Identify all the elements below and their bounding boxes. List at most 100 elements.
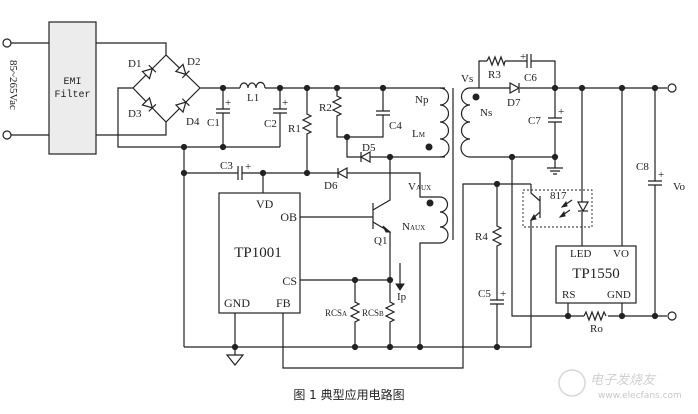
c6-label: C6	[524, 72, 537, 84]
svg-text:www.elecfans.com: www.elecfans.com	[598, 391, 682, 401]
d7-label: D7	[507, 97, 521, 109]
d3-label: D3	[128, 108, 142, 120]
diode-d5-icon	[359, 150, 371, 164]
elecfans-watermark-logo: 电子发烧友 www.elecfans.com	[558, 369, 682, 401]
resistor-r2: R2	[319, 88, 384, 138]
tp1001-ic: VD OB TP1001 CS GND FB	[218, 192, 301, 314]
diode-d2-icon	[174, 63, 190, 79]
current-arrow-icon	[395, 263, 405, 291]
bridge-rectifier: D1 D2 D3 D4	[128, 54, 201, 128]
vaux-label: VAUX	[408, 181, 431, 193]
capacitor-c2: + C2	[264, 88, 288, 147]
lm-label: LM	[412, 128, 426, 140]
figure-caption: 图 1 典型应用电路图	[293, 387, 404, 402]
primary-winding-np: Np LM	[412, 87, 450, 158]
capacitor-c8: + C8	[636, 161, 664, 186]
emi-filter-block: EMI Filter	[48, 21, 97, 155]
svg-text:+: +	[245, 161, 251, 173]
pin-cs: CS	[282, 274, 297, 288]
diode-d3-icon	[141, 96, 157, 112]
svg-text:+: +	[658, 169, 664, 181]
svg-text:+: +	[500, 288, 506, 300]
capacitor-c1: + C1	[207, 88, 231, 147]
resistor-rcsb: RCSB	[362, 280, 396, 347]
svg-text:+: +	[225, 97, 231, 109]
capacitor-c3: + C3	[220, 160, 251, 180]
ns-label: Ns	[480, 107, 492, 119]
ground-symbol-secondary-icon	[547, 167, 563, 175]
resistor-ro: Ro	[583, 310, 608, 335]
d4-label: D4	[186, 116, 200, 128]
diode-d6-icon	[336, 166, 348, 180]
rcsa-label: RCSA	[325, 308, 347, 318]
output-terminal-negative	[667, 311, 677, 321]
ro-label: Ro	[590, 323, 603, 335]
svg-text:+: +	[282, 97, 288, 109]
tp1550-ic: LED VO TP1550 RS GND	[555, 245, 637, 304]
resistor-r3: R3	[486, 55, 506, 81]
d2-label: D2	[187, 56, 200, 68]
vs-label: Vs	[461, 73, 473, 85]
ac-input-terminals	[2, 38, 49, 140]
filter-label: Filter	[54, 89, 90, 101]
diode-d4-icon	[174, 98, 190, 114]
pin-vo: VO	[613, 248, 629, 260]
c8-label: C8	[636, 161, 649, 173]
np-label: Np	[415, 94, 429, 106]
r2-label: R2	[319, 102, 332, 114]
opto-label: 817	[550, 190, 567, 202]
tp1550-name: TP1550	[572, 266, 620, 282]
pin-rs: RS	[562, 289, 575, 301]
d5-label: D5	[362, 142, 376, 154]
r4-label: R4	[475, 231, 488, 243]
c2-label: C2	[264, 118, 277, 130]
input-voltage-label: 85~265Vac	[7, 60, 19, 110]
d1-label: D1	[128, 58, 141, 70]
output-terminal-positive	[667, 83, 677, 93]
aux-winding: VAUX NAUX	[402, 181, 449, 347]
vo-label: Vo	[673, 181, 686, 193]
svg-text:电子发烧友: 电子发烧友	[590, 373, 657, 388]
emi-label: EMI	[63, 77, 81, 88]
capacitor-c5: + C5	[478, 288, 506, 347]
q1-label: Q1	[374, 235, 387, 247]
r3-label: R3	[488, 69, 501, 81]
transistor-q1: Q1	[300, 157, 392, 280]
c5-label: C5	[478, 288, 491, 300]
r1-label: R1	[288, 123, 301, 135]
d6-label: D6	[324, 180, 338, 192]
c3-label: C3	[220, 160, 233, 172]
pin-gnd-tp1550: GND	[607, 289, 631, 301]
ip-label: Ip	[397, 291, 407, 303]
junction-dots	[180, 84, 659, 351]
tp1001-name: TP1001	[234, 245, 282, 261]
svg-text:+: +	[558, 106, 564, 118]
inductor-l1: L1	[239, 81, 266, 104]
naux-label: NAUX	[402, 221, 425, 233]
ground-symbol-primary-icon	[225, 354, 245, 366]
opto-led-icon	[576, 201, 590, 213]
optocoupler-817: 817	[522, 184, 593, 228]
rcsb-label: RCSB	[362, 308, 384, 318]
capacitor-c7: + C7	[528, 88, 564, 157]
pin-gnd: GND	[224, 296, 250, 310]
pin-vd: VD	[256, 197, 274, 211]
svg-text:+: +	[520, 51, 526, 63]
diode-d7-icon	[509, 81, 521, 95]
pin-led: LED	[570, 248, 591, 260]
c7-label: C7	[528, 115, 541, 127]
pin-fb: FB	[276, 296, 291, 310]
c4-label: C4	[389, 120, 402, 132]
diode-d1-icon	[141, 64, 157, 80]
pin-ob: OB	[280, 210, 297, 224]
resistor-r4: R4	[475, 184, 503, 300]
capacitor-c4: C4	[376, 110, 402, 132]
secondary-winding-ns: Vs Ns	[460, 73, 492, 158]
c1-label: C1	[207, 117, 220, 129]
resistor-rcsa: RCSA	[325, 280, 361, 347]
capacitor-c6: + C6	[520, 51, 537, 84]
resistor-r1: R1	[288, 88, 313, 173]
l1-label: L1	[247, 92, 259, 104]
